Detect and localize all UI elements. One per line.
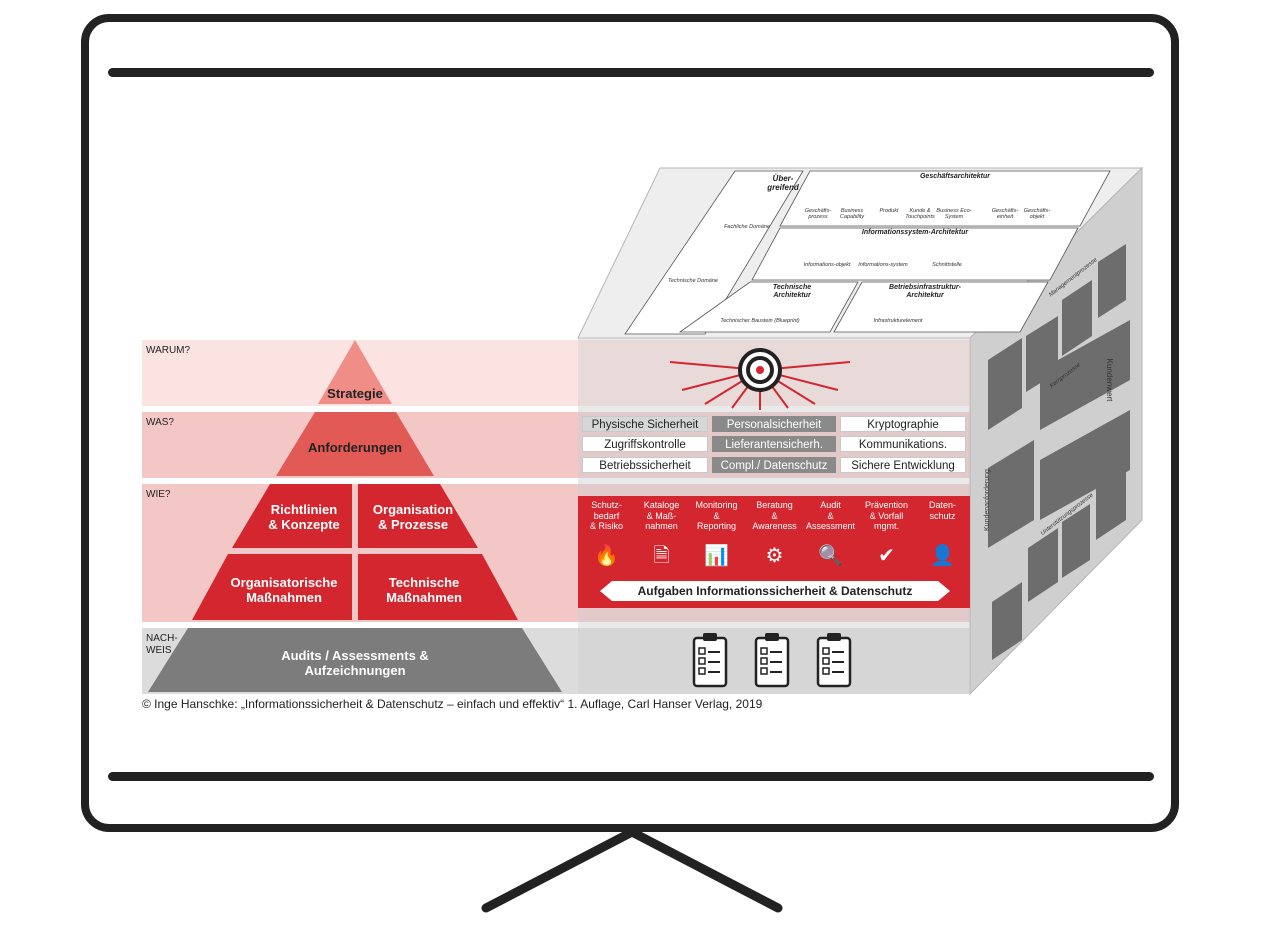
task-beratung: Beratung&Awareness⚙ (748, 500, 801, 580)
tag-personalsicherheit: Personalsicherheit (712, 416, 836, 432)
tasks-banner-arrow (600, 581, 950, 601)
cube-is-item: Informations-objekt (803, 262, 851, 268)
task-kataloge: Kataloge& Maß-nahmen🗎 (635, 500, 688, 580)
target-icon (669, 348, 851, 410)
cube-fachliche-domaene: Fachliche Domäne (724, 224, 770, 230)
tag-physische-sicherheit: Physische Sicherheit (582, 416, 708, 432)
pyramid-strategie: Strategie (327, 386, 383, 401)
cube-is-item: Schnittstelle (932, 262, 962, 268)
copyright-caption: © Inge Hanschke: „Informationssicherheit… (142, 697, 763, 711)
audit-magnifier-icon: 🔍 (818, 545, 843, 567)
cube-infra-item: Infrastrukturelement (873, 318, 923, 324)
checklist-icons (692, 633, 852, 688)
cube-uebergreifend: Über-greifend (767, 174, 799, 192)
cube-infosys-architektur: Informationssystem-Architektur (861, 229, 969, 236)
task-schutzbedarf: Schutz-bedarf& Risiko🔥 (580, 500, 633, 580)
cube-ga-item: Produkt (879, 208, 899, 214)
cube-geschaeftsarchitektur: Geschäftsarchitektur (919, 173, 991, 180)
flame-icon: 🔥 (594, 545, 619, 567)
band-warum (142, 340, 970, 406)
tag-datenschutz: Compl./ Datenschutz (712, 457, 836, 473)
pyramid-organisation: Organisation& Prozesse (372, 502, 454, 532)
level-warum: WARUM? (146, 345, 191, 356)
top-divider (108, 68, 1154, 77)
task-monitoring: Monitoring&Reporting📊 (690, 500, 743, 580)
cube-ga-item: Kunde & Touchpoints (905, 208, 935, 220)
task-audit: Audit&Assessment🔍 (804, 500, 857, 580)
cube-ga-item: Geschäfts-prozess (804, 208, 832, 220)
level-wie: WIE? (146, 489, 171, 500)
document-icon: 🗎 (653, 545, 670, 567)
cube-is-item: Informations-system (858, 262, 908, 268)
cube-ga-item: Business Capability (839, 208, 865, 220)
monitor-chart-icon: 📊 (704, 545, 729, 567)
tag-sichere-entwicklung: Sichere Entwicklung (840, 457, 966, 473)
tag-lieferantensicherheit: Lieferantensicherh. (712, 436, 836, 452)
tag-zugriffskontrolle: Zugriffskontrolle (582, 436, 708, 452)
pyramid-audits: Audits / Assessments &Aufzeichnungen (281, 648, 429, 678)
task-datenschutz: Daten-schutz👤 (916, 500, 969, 580)
shield-check-icon: ✔ (878, 545, 895, 567)
cube-ga-item: Geschäfts-einheit (991, 208, 1019, 220)
tag-betriebssicherheit: Betriebssicherheit (582, 457, 708, 473)
pyramid-richtlinien: Richtlinien& Konzepte (268, 502, 340, 532)
level-was: WAS? (146, 417, 174, 428)
tag-kommunikation: Kommunikations. (840, 436, 966, 452)
hand-gear-icon: ⚙ (765, 545, 784, 567)
level-nachweis: NACH-WEIS (146, 633, 178, 656)
cube-technische-domaene: Technische Domäne (668, 278, 718, 284)
shield-person-icon: 👤 (930, 545, 955, 567)
tasks-banner: Aufgaben Informationssicherheit & Datens… (637, 584, 913, 598)
tag-kryptographie: Kryptographie (840, 416, 966, 432)
pyramid-anforderungen: Anforderungen (308, 440, 402, 455)
cube-tech-item: Technischer Baustein (Blueprint) (720, 318, 800, 324)
cube-betrieb-architektur: Betriebsinfrastruktur-Architektur (889, 284, 961, 299)
bottom-divider (108, 772, 1154, 781)
cube-ga-item: Geschäfts-objekt (1023, 208, 1051, 220)
cube-ga-item: Business Eco-System (936, 208, 972, 220)
